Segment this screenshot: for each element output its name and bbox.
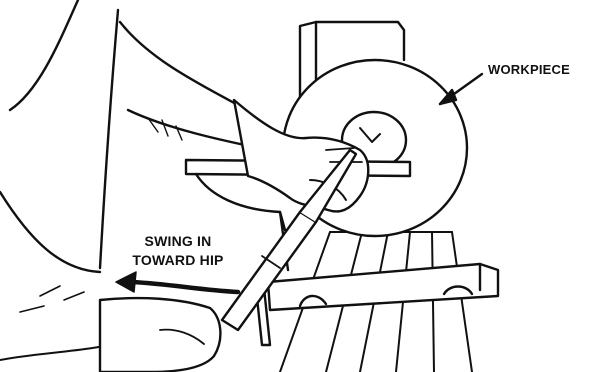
banjo [268, 264, 498, 310]
swing-direction-label: SWING IN TOWARD HIP [112, 232, 244, 270]
workpiece-arrow [440, 74, 482, 104]
workpiece-label: WORKPIECE [488, 60, 570, 79]
swing-label-line2: TOWARD HIP [112, 251, 244, 270]
lower-hand [100, 298, 220, 372]
swing-label-line1: SWING IN [112, 232, 244, 251]
arrow-icon [116, 272, 238, 292]
